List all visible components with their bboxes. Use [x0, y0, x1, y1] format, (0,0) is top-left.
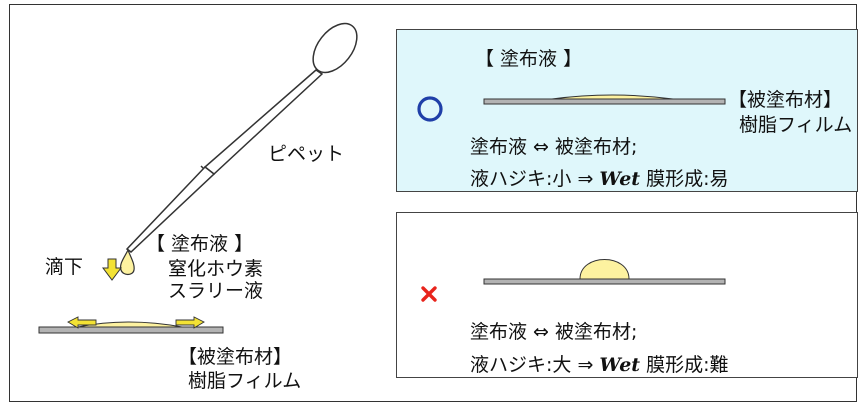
good-substrate-label: 【被塗布材】 — [728, 89, 843, 111]
bad-mark-cross-icon — [421, 286, 437, 302]
good-wet-term: Wet — [599, 168, 641, 190]
good-wetting-diagram — [417, 94, 726, 122]
good-thin-liquid-film — [551, 94, 674, 100]
good-mark-circle-icon — [417, 96, 443, 122]
spread-left-arrow-icon — [67, 316, 97, 329]
spread-right-arrow-icon — [175, 316, 205, 329]
bad-relation-line: 塗布液 ⇔ 被塗布材; — [470, 321, 638, 343]
good-resin-film — [483, 98, 726, 105]
pipette-label: ピペット — [268, 143, 345, 165]
good-wetting-panel: 【 塗布液 】 【被塗布材】 樹脂フィルム 塗布液 ⇔ 被塗布材; 液ハジキ:小… — [396, 29, 858, 192]
good-relation-line: 塗布液 ⇔ 被塗布材; — [470, 136, 638, 158]
bad-beaded-droplet — [579, 259, 630, 280]
bad-result-line: 液ハジキ:大 ⇒ Wet 膜形成:難 — [470, 354, 729, 376]
droplet-icon — [119, 248, 135, 276]
good-coating-liquid-label: 【 塗布液 】 — [475, 48, 583, 70]
pipette-bulb — [312, 22, 358, 74]
resin-film — [38, 326, 224, 334]
liquid-name-line2: スラリー液 — [168, 280, 264, 302]
poor-wetting-diagram — [421, 259, 726, 302]
poor-wetting-panel: 塗布液 ⇔ 被塗布材; 液ハジキ:大 ⇒ Wet 膜形成:難 — [396, 212, 858, 378]
coating-liquid-label: 【 塗布液 】 — [146, 233, 254, 255]
pipette-illustration — [38, 22, 358, 334]
pipette-tip — [125, 165, 216, 253]
good-result-line: 液ハジキ:小 ⇒ Wet 膜形成:易 — [470, 168, 729, 190]
drip-down-arrow-icon — [102, 258, 122, 281]
figure-frame — [9, 4, 857, 402]
substrate-name: 樹脂フィルム — [188, 370, 302, 392]
substrate-label: 【被塗布材】 — [178, 346, 293, 368]
drop-label: 滴下 — [45, 256, 84, 278]
good-substrate-name: 樹脂フィルム — [739, 114, 853, 136]
bad-resin-film — [483, 278, 726, 285]
liquid-name-line1: 窒化ホウ素 — [168, 258, 264, 280]
bad-wet-term: Wet — [599, 354, 641, 376]
